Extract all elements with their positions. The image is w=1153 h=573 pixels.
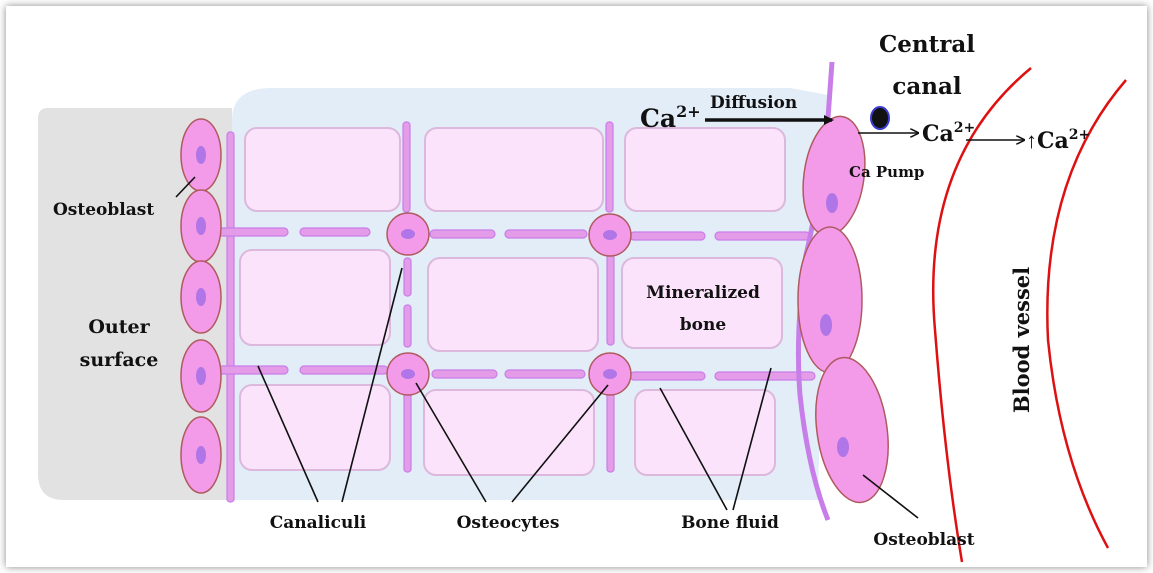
calcium-charge: 2+ (954, 120, 975, 136)
calcium-symbol: Ca (1037, 128, 1069, 154)
calcium-pump-icon (871, 107, 889, 129)
calcium-symbol: Ca (922, 121, 954, 147)
diffusion-label: Diffusion (710, 93, 797, 113)
osteoblast-column-left (181, 119, 221, 493)
outer-surface-label-line2: surface (80, 349, 159, 371)
calcium-charge: 2+ (676, 102, 701, 121)
canaliculi-label: Canaliculi (270, 513, 367, 533)
central-canal-label-line1: Central (879, 31, 975, 58)
osteoblast-cell (798, 227, 862, 373)
bone-fluid-label: Bone fluid (681, 513, 779, 533)
outer-surface-label-line1: Outer (88, 316, 150, 338)
calcium-symbol: Ca (640, 104, 676, 133)
osteoblast-left-label: Osteoblast (53, 200, 154, 220)
central-canal-label-line2: canal (892, 73, 962, 100)
up-arrow-icon: ↑ (1026, 128, 1037, 153)
blood-vessel-label: Blood vessel (1009, 267, 1034, 413)
ca-pump-label: Ca Pump (849, 163, 924, 181)
osteoblast-right-label: Osteoblast (873, 530, 974, 550)
mineralized-bone-label-line1: Mineralized (646, 283, 760, 303)
osteocytes-label: Osteocytes (457, 513, 560, 533)
calcium-charge: 2+ (1069, 127, 1090, 143)
mineralized-bone-label-line2: bone (680, 315, 727, 335)
